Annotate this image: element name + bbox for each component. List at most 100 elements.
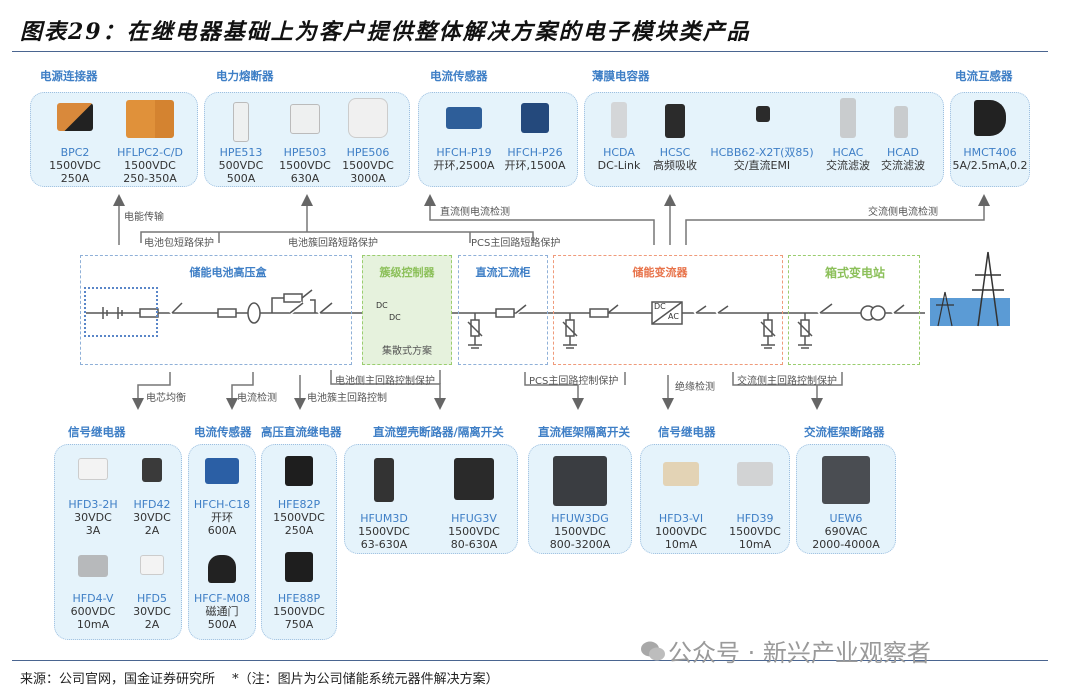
hpe503-image xyxy=(290,104,320,134)
bpc2-image xyxy=(57,103,93,131)
watermark: 公众号 · 新兴产业观察者 xyxy=(668,639,931,667)
category-label-current-sensor-2: 电流传感器 xyxy=(194,425,252,439)
dcac-bottom-label: AC xyxy=(668,312,679,321)
category-label-ac-frame-breaker: 交流框架断路器 xyxy=(804,425,885,439)
hfum3d-image xyxy=(374,458,394,502)
category-label-power-fuse: 电力熔断器 xyxy=(216,69,274,83)
hfcf-m08-image xyxy=(208,555,236,583)
zone-label-dc-combiner: 直流汇流柜 xyxy=(475,266,531,279)
hfd4-v-image xyxy=(78,555,108,577)
category-label-dc-mccb: 直流塑壳断路器/隔离开关 xyxy=(373,425,504,439)
hfe82p-image xyxy=(285,456,313,486)
hfd3-vi-image xyxy=(663,462,699,486)
label-current-detect: 电流检测 xyxy=(237,393,277,404)
zone-battery-box xyxy=(80,255,352,365)
label-power-transfer: 电能传输 xyxy=(124,212,164,223)
arrow-cell-balance xyxy=(132,372,171,410)
hfd39-image xyxy=(737,462,773,486)
bracket-short-protection xyxy=(140,231,534,243)
category-label-power-connector: 电源连接器 xyxy=(40,69,98,83)
zone-substation xyxy=(788,255,920,365)
power-grid-icon xyxy=(930,251,1010,327)
wechat-icon xyxy=(641,641,665,661)
zone-pcs xyxy=(553,255,783,365)
hfd5-image xyxy=(140,555,164,575)
dcdc-top-label: DC xyxy=(376,301,388,310)
hfuw3dg-image xyxy=(553,456,607,506)
label-pcs-main-ctrl: PCS主回路控制保护 xyxy=(529,376,619,387)
label-dc-current: 直流侧电流检测 xyxy=(440,207,510,218)
zone-label-centralized: 集散式方案 xyxy=(382,346,432,357)
title-divider xyxy=(12,51,1048,52)
circuit-diagram xyxy=(86,289,925,349)
zone-label-substation: 箱式变电站 xyxy=(824,266,886,280)
source-note: 来源：公司官网，国金证券研究所 *（注：图片为公司储能系统元器件解决方案） xyxy=(20,672,499,687)
category-label-signal-relay-2: 信号继电器 xyxy=(658,425,716,439)
category-label-signal-relay-1: 信号继电器 xyxy=(68,425,126,439)
zone-dc-combiner xyxy=(458,255,548,365)
arrow-dc-current xyxy=(424,194,655,245)
zone-battery-pack xyxy=(84,287,158,337)
product-box-current-sensor xyxy=(418,92,578,187)
zone-label-pcs: 储能变流器 xyxy=(632,266,688,279)
arrow-current-detect xyxy=(226,372,254,410)
hfch-c18-image xyxy=(205,458,239,484)
category-label-current-transformer: 电流互感器 xyxy=(955,69,1013,83)
category-label-current-sensor: 电流传感器 xyxy=(430,69,488,83)
dcdc-bottom-label: DC xyxy=(389,313,401,322)
category-label-film-capacitor: 薄膜电容器 xyxy=(592,69,650,83)
product-hcbb62: HCBB62-X2T(双85)交/直流EMI xyxy=(710,146,814,172)
hfe88p-image xyxy=(285,552,313,582)
hfch-p26-image xyxy=(521,103,549,133)
label-cell-balance: 电芯均衡 xyxy=(146,393,186,404)
hpe506-image xyxy=(348,98,388,138)
zone-cluster-controller xyxy=(362,255,452,365)
category-label-dc-frame-switch: 直流框架隔离开关 xyxy=(538,425,630,439)
label-cluster-main-ctrl: 电池簇主回路控制 xyxy=(307,393,387,404)
footer-divider xyxy=(12,660,1048,661)
category-label-hv-dc-relay: 高压直流继电器 xyxy=(261,425,342,439)
hfch-p19-image xyxy=(446,107,482,129)
label-battery-main-ctrl: 电池侧主回路控制保护 xyxy=(335,376,435,387)
arrow-pcs-main xyxy=(524,372,584,410)
hfd3-2h-image xyxy=(78,458,108,480)
label-ac-current: 交流侧电流检测 xyxy=(868,207,938,218)
hcac-image xyxy=(840,98,856,138)
hcsc-image xyxy=(665,104,685,138)
hmct406-image xyxy=(974,100,1006,136)
figure-title: 图表29：在继电器基础上为客户提供整体解决方案的电子模块类产品 xyxy=(20,19,751,45)
arrow-ac-current xyxy=(685,194,990,245)
arrow-battery-main xyxy=(330,370,446,410)
hfd42-image xyxy=(142,458,162,482)
label-insulation: 绝缘检测 xyxy=(675,382,715,393)
label-ac-main-ctrl: 交流侧主回路控制保护 xyxy=(737,376,837,387)
hpe513-image xyxy=(233,102,249,142)
zone-label-battery-box: 储能电池高压盒 xyxy=(189,266,267,279)
label-cluster-short: 电池簇回路短路保护 xyxy=(288,238,378,249)
